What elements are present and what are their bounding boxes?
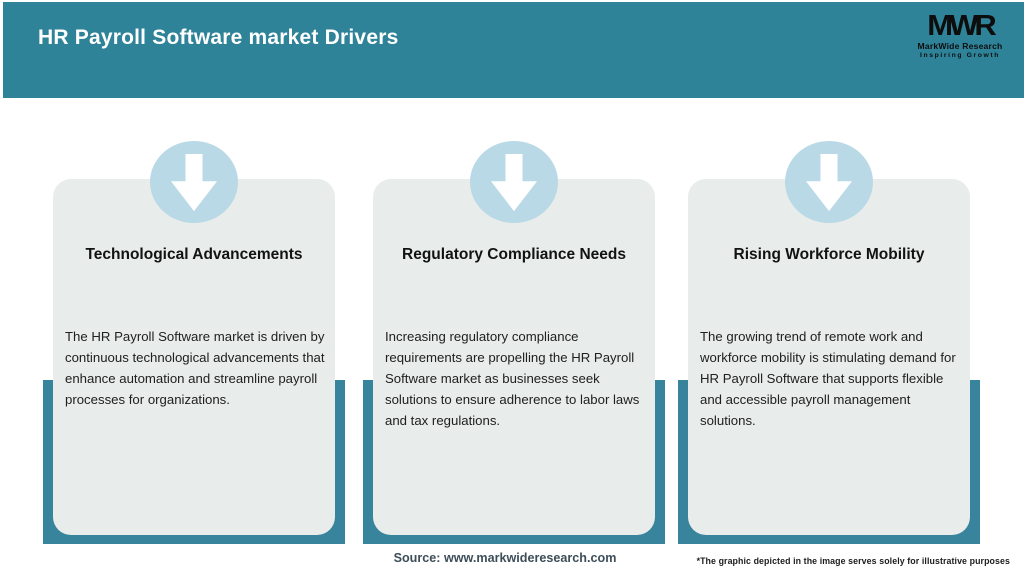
card-body: The growing trend of remote work and wor… bbox=[700, 329, 956, 428]
logo-company-name: MarkWide Research bbox=[917, 41, 1003, 51]
card-body: The HR Payroll Software market is driven… bbox=[65, 329, 325, 407]
source-line: Source: www.markwideresearch.com bbox=[393, 551, 617, 565]
down-arrow-icon bbox=[150, 141, 238, 223]
disclaimer-note: *The graphic depicted in the image serve… bbox=[696, 556, 1010, 566]
down-arrow-icon bbox=[470, 141, 558, 223]
markwide-logo: MWR MarkWide Research Inspiring Growth bbox=[910, 9, 1010, 59]
driver-card-rising-workforce-mobility: Rising Workforce Mobility The growing tr… bbox=[688, 179, 970, 535]
card-title: Technological Advancements bbox=[85, 246, 303, 263]
driver-card-technological-advancements: Technological Advancements The HR Payrol… bbox=[53, 179, 335, 535]
logo-tagline: Inspiring Growth bbox=[920, 52, 1000, 59]
mwr-logo-icon: MWR bbox=[927, 9, 996, 42]
card-title: Regulatory Compliance Needs bbox=[402, 246, 626, 263]
driver-card-regulatory-compliance-needs: Regulatory Compliance Needs Increasing r… bbox=[373, 179, 655, 535]
card-title: Rising Workforce Mobility bbox=[733, 246, 925, 263]
header-bar: HR Payroll Software market Drivers MWR M… bbox=[3, 2, 1024, 98]
card-body: Increasing regulatory compliance require… bbox=[385, 329, 640, 428]
down-arrow-icon bbox=[785, 141, 873, 223]
page-title: HR Payroll Software market Drivers bbox=[38, 26, 399, 49]
